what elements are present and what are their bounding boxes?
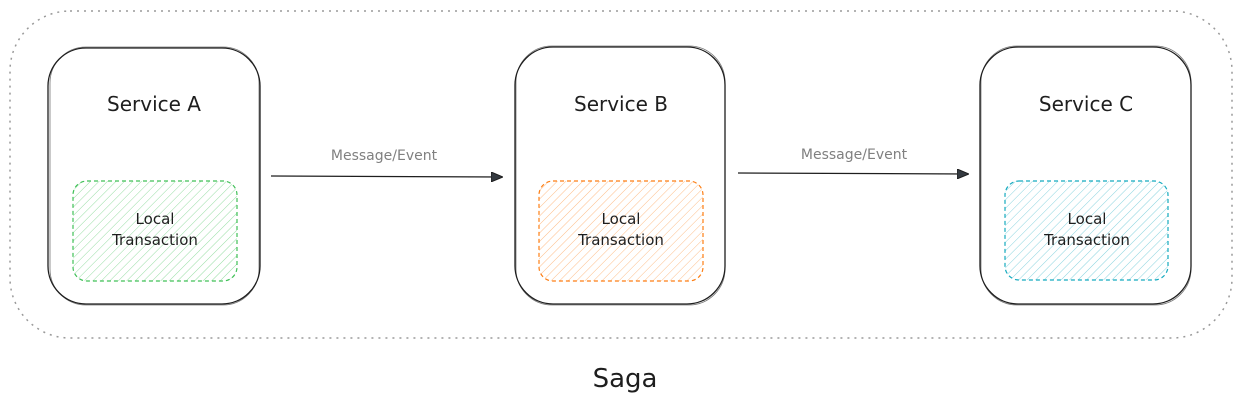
- service-c-title: Service C: [1039, 92, 1133, 116]
- edge-b-to-c-label: Message/Event: [801, 147, 908, 163]
- service-b-tx-line2: Transaction: [577, 231, 664, 249]
- service-b-transaction: Local Transaction: [538, 180, 704, 282]
- edge-a-to-b-label: Message/Event: [331, 148, 438, 164]
- service-c-transaction: Local Transaction: [1004, 180, 1169, 281]
- service-a-tx-line1: Local: [136, 210, 175, 228]
- service-c-node: Service C Local Transaction: [979, 45, 1192, 306]
- service-a-tx-line2: Transaction: [111, 231, 198, 249]
- edge-b-to-c: Message/Event: [737, 147, 968, 174]
- service-b-node: Service B Local Transaction: [514, 45, 726, 306]
- service-a-title: Service A: [107, 92, 201, 116]
- service-c-tx-line2: Transaction: [1043, 231, 1130, 249]
- service-b-title: Service B: [574, 92, 668, 116]
- edge-a-to-b: Message/Event: [270, 148, 502, 177]
- service-c-tx-line1: Local: [1068, 210, 1107, 228]
- service-a-node: Service A Local Transaction: [47, 46, 261, 306]
- service-a-transaction: Local Transaction: [72, 180, 238, 282]
- service-b-tx-line1: Local: [602, 210, 641, 228]
- saga-label: Saga: [593, 364, 658, 394]
